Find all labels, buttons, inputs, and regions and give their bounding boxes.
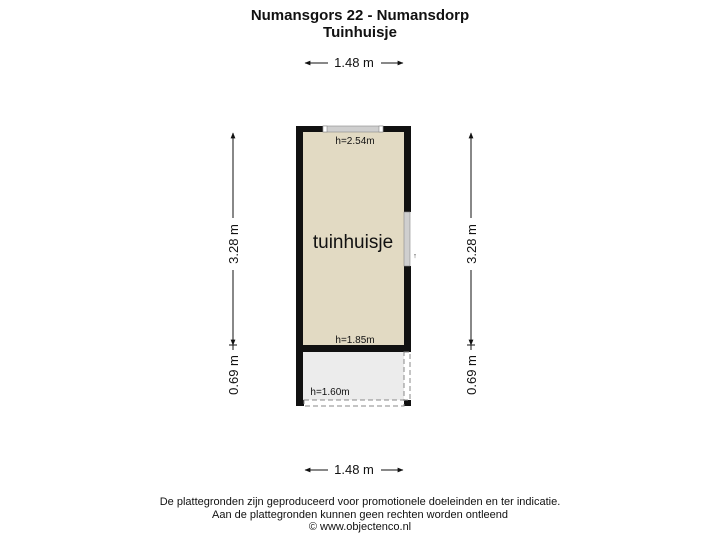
- dimension-left-room-label: 3.28 m: [226, 224, 241, 264]
- page-title: Numansgors 22 - Numansdorp: [250, 7, 470, 24]
- disclaimer-line-2: Aan de plattegronden kunnen geen rechten…: [211, 508, 508, 521]
- door-marker: ↑: [413, 253, 417, 260]
- disclaimer-line-1: De plattegronden zijn geproduceerd voor …: [159, 496, 561, 508]
- height-porch: h=1.60m: [310, 387, 349, 398]
- dimension-top-label: 1.48 m: [334, 55, 374, 70]
- dimension-right-porch-label: 0.69 m: [464, 355, 479, 395]
- height-room-top: h=2.54m: [335, 136, 374, 147]
- porch-area: [303, 352, 404, 400]
- dimension-bottom-label: 1.48 m: [334, 462, 374, 477]
- dimension-left-porch-label: 0.69 m: [226, 355, 241, 395]
- room-label: tuinhuisje: [313, 232, 393, 253]
- dimension-top: 1.48 m: [304, 55, 404, 70]
- room-tuinhuisje: [303, 132, 404, 345]
- height-room-bottom: h=1.85m: [335, 335, 374, 346]
- page-subtitle: Tuinhuisje: [323, 24, 397, 41]
- window-top: [322, 125, 384, 133]
- porch-dashed-edges: [303, 351, 411, 407]
- door-right: [403, 211, 411, 267]
- disclaimer: De plattegronden zijn geproduceerd voor …: [0, 496, 720, 534]
- copyright: © www.objectenco.nl: [308, 521, 412, 533]
- dimension-bottom: 1.48 m: [304, 462, 404, 477]
- dimension-right-room-label: 3.28 m: [464, 224, 479, 264]
